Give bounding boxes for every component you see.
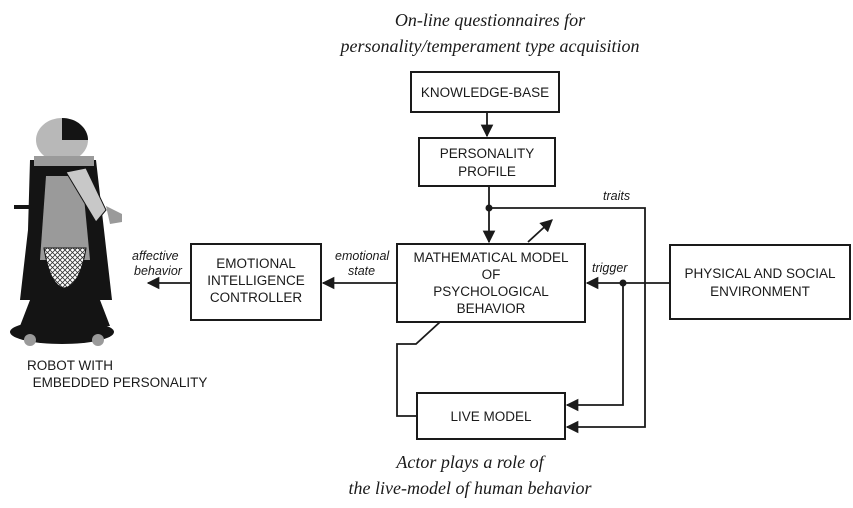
top-caption-line2: personality/temperament type acquisition [339, 36, 640, 56]
math-model-label-4: BEHAVIOR [457, 301, 526, 316]
robot-illustration [10, 118, 122, 346]
traits-label: traits [603, 189, 630, 203]
emotional-state-label-2: state [348, 264, 375, 278]
math-model-label-1: MATHEMATICAL MODEL [413, 250, 569, 265]
knowledge-base-label: KNOWLEDGE-BASE [421, 85, 549, 100]
environment-label-2: ENVIRONMENT [710, 284, 810, 299]
arrow-trigger-to-live-model [565, 283, 624, 412]
line-live-model-to-math-model [396, 321, 441, 417]
top-caption-line1: On-line questionnaires for [395, 10, 586, 30]
environment-box: PHYSICAL AND SOCIAL ENVIRONMENT [669, 244, 851, 320]
arrow-model-output [527, 219, 553, 243]
bottom-caption-line2: the live-model of human behavior [349, 478, 593, 498]
knowledge-base-box: KNOWLEDGE-BASE [410, 71, 560, 113]
bottom-caption-line1: Actor plays a role of [395, 452, 546, 472]
math-model-box: MATHEMATICAL MODEL OF PSYCHOLOGICAL BEHA… [396, 243, 586, 323]
personality-profile-box: PERSONALITY PROFILE [418, 137, 556, 187]
robot-caption-line1: ROBOT WITH [27, 358, 113, 373]
eic-box: EMOTIONAL INTELLIGENCE CONTROLLER [190, 243, 322, 321]
affective-behavior-label-1: affective [132, 249, 179, 263]
personality-profile-label-2: PROFILE [458, 164, 516, 179]
math-model-label-2: OF [482, 267, 501, 282]
environment-label-1: PHYSICAL AND SOCIAL [684, 266, 836, 281]
trigger-label: trigger [592, 261, 628, 275]
robot-caption-line2: EMBEDDED PERSONALITY [33, 375, 208, 390]
eic-label-1: EMOTIONAL [216, 256, 296, 271]
live-model-box: LIVE MODEL [416, 392, 566, 440]
emotional-state-label-1: emotional [335, 249, 390, 263]
eic-label-2: INTELLIGENCE [207, 273, 305, 288]
personality-profile-label-1: PERSONALITY [440, 146, 535, 161]
affective-behavior-label-2: behavior [134, 264, 183, 278]
live-model-label: LIVE MODEL [450, 409, 532, 424]
math-model-label-3: PSYCHOLOGICAL [433, 284, 549, 299]
arrow-traits-to-live-model [489, 207, 646, 434]
eic-label-3: CONTROLLER [210, 290, 303, 305]
